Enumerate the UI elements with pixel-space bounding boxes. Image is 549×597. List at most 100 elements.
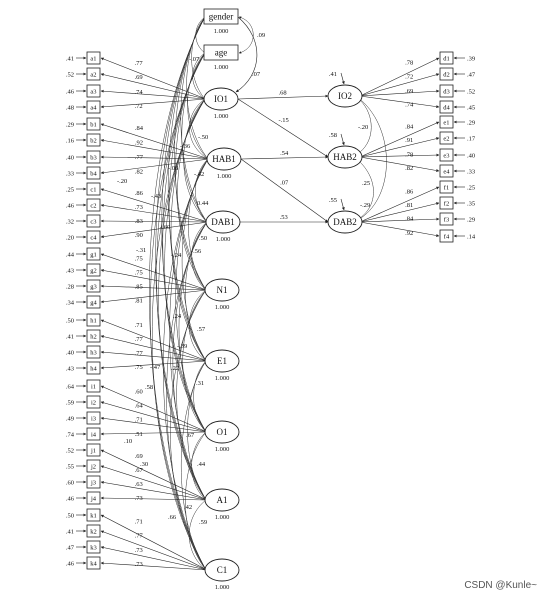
loading-label-d3: .69 <box>405 88 413 95</box>
loading-arrow-j2 <box>100 465 208 501</box>
indicator-label-a1: a1 <box>90 55 96 62</box>
indicator-label-k2: k2 <box>90 528 97 535</box>
indicator-box-c2 <box>86 198 101 212</box>
observed-box-gender <box>203 8 239 25</box>
error-label-b1: .29 <box>66 122 74 129</box>
covariance-curves-layer <box>149 16 387 571</box>
covariance-N1-E1 <box>188 289 207 362</box>
latent-variance-O1: 1.000 <box>215 446 230 453</box>
error-label-k3: .47 <box>66 545 75 552</box>
covariance-gender-age <box>238 16 254 54</box>
indicator-box-e4 <box>439 164 454 178</box>
loading-label-g2: .75 <box>135 269 143 276</box>
error-label-f1: .25 <box>467 185 475 192</box>
indicator-box-i4 <box>86 427 101 441</box>
path-label-IO1-HAB2: -.15 <box>279 117 289 124</box>
loading-label-h4: .75 <box>135 364 143 371</box>
indicator-label-h3: h3 <box>90 349 97 356</box>
residual-cov-label-HAB2-DAB2: .25 <box>362 180 370 187</box>
path-arrow-HAB1-DAB2 <box>240 158 329 223</box>
observed-label-age: age <box>215 48 228 58</box>
loading-label-i4: .51 <box>135 431 143 438</box>
indicator-label-h4: h4 <box>90 365 97 372</box>
loading-arrow-a4 <box>100 98 207 109</box>
latent-label-HAB2: HAB2 <box>333 152 357 162</box>
indicator-label-g1: g1 <box>90 251 97 258</box>
indicator-box-g3 <box>86 279 101 293</box>
loading-label-k1: .71 <box>135 519 143 526</box>
indicator-label-c1: c1 <box>90 186 96 193</box>
indicator-box-d3 <box>439 84 454 98</box>
loading-label-k4: .73 <box>135 561 143 568</box>
correlation-label-5: 0.44 <box>197 200 209 207</box>
disturbance-label-IO2: .41 <box>329 71 337 78</box>
indicator-label-e4: e4 <box>443 168 450 175</box>
indicator-label-j4: j4 <box>90 495 97 502</box>
latent-label-HAB1: HAB1 <box>212 154 236 164</box>
loading-label-i2: .64 <box>135 403 144 410</box>
loading-label-c4: .90 <box>135 232 143 239</box>
correlation-label-25: .66 <box>168 514 177 521</box>
indicator-box-e1 <box>439 115 454 129</box>
observed-variance-age: 1.000 <box>214 64 229 71</box>
indicator-box-i3 <box>86 411 101 425</box>
loading-arrow-e4 <box>359 156 440 173</box>
loading-arrow-h1 <box>100 319 208 362</box>
correlation-label-16: -.47 <box>150 364 161 371</box>
latent-variance-A1: 1.000 <box>215 514 230 521</box>
covariance-IO1-DAB1 <box>183 98 208 223</box>
error-label-b4: .33 <box>66 171 74 178</box>
indicator-label-d4: d4 <box>443 104 450 111</box>
indicator-label-g3: g3 <box>90 283 97 290</box>
error-label-h2: .41 <box>66 334 74 341</box>
indicator-label-b1: b1 <box>90 121 97 128</box>
latent-label-IO1: IO1 <box>214 94 228 104</box>
loading-arrow-e3 <box>359 153 440 158</box>
correlation-label-13: .57 <box>197 326 206 333</box>
disturbance-arrow-DAB2 <box>340 198 345 211</box>
error-label-j1: .52 <box>66 448 74 455</box>
loading-label-e4: .82 <box>405 165 413 172</box>
indicator-box-f2 <box>439 196 454 210</box>
error-label-f2: .35 <box>467 201 475 208</box>
loading-label-k2: .77 <box>135 533 144 540</box>
indicator-label-d1: d1 <box>443 55 450 62</box>
loading-arrow-d1 <box>359 57 440 97</box>
indicator-box-h3 <box>86 345 101 359</box>
watermark-text: CSDN @Kunle~ <box>464 580 537 591</box>
error-label-c3: .32 <box>66 219 74 226</box>
correlation-label-12: -.31 <box>136 247 146 254</box>
indicator-label-g2: g2 <box>90 267 97 274</box>
correlation-label-3: -.08 <box>168 165 178 172</box>
error-label-k4: .46 <box>66 561 75 568</box>
indicator-box-a1 <box>86 51 101 65</box>
error-label-c4: .20 <box>66 235 74 242</box>
covariance-age-C1 <box>150 52 207 571</box>
loading-arrow-h2 <box>100 335 208 362</box>
error-label-i2: .59 <box>66 400 74 407</box>
correlation-label-24: .59 <box>199 519 207 526</box>
loading-label-b1: .84 <box>135 125 144 132</box>
indicator-label-i2: i2 <box>91 399 96 406</box>
error-label-d1: .39 <box>467 56 475 63</box>
indicator-box-k2 <box>86 524 101 538</box>
loading-arrow-b4 <box>100 158 210 175</box>
latent-label-E1: E1 <box>217 356 227 366</box>
error-label-b3: .40 <box>66 155 74 162</box>
correlation-label-11: -.56 <box>191 248 202 255</box>
indicator-box-c3 <box>86 214 101 228</box>
loading-arrow-f4 <box>359 221 440 238</box>
latent-label-IO2: IO2 <box>338 91 352 101</box>
loading-arrow-k4 <box>100 561 208 571</box>
indicator-label-a2: a2 <box>90 71 96 78</box>
error-label-g3: .28 <box>66 284 74 291</box>
indicator-label-i4: i4 <box>91 431 97 438</box>
indicator-box-j4 <box>86 491 101 505</box>
loading-arrow-j4 <box>100 496 208 501</box>
disturbance-arrow-IO2 <box>340 72 345 85</box>
observed-variance-gender: 1.000 <box>214 28 229 35</box>
loading-arrow-i3 <box>100 416 208 433</box>
correlation-label-6: -.20 <box>117 178 127 185</box>
loading-arrow-k1 <box>100 514 208 571</box>
indicator-label-e1: e1 <box>443 119 449 126</box>
